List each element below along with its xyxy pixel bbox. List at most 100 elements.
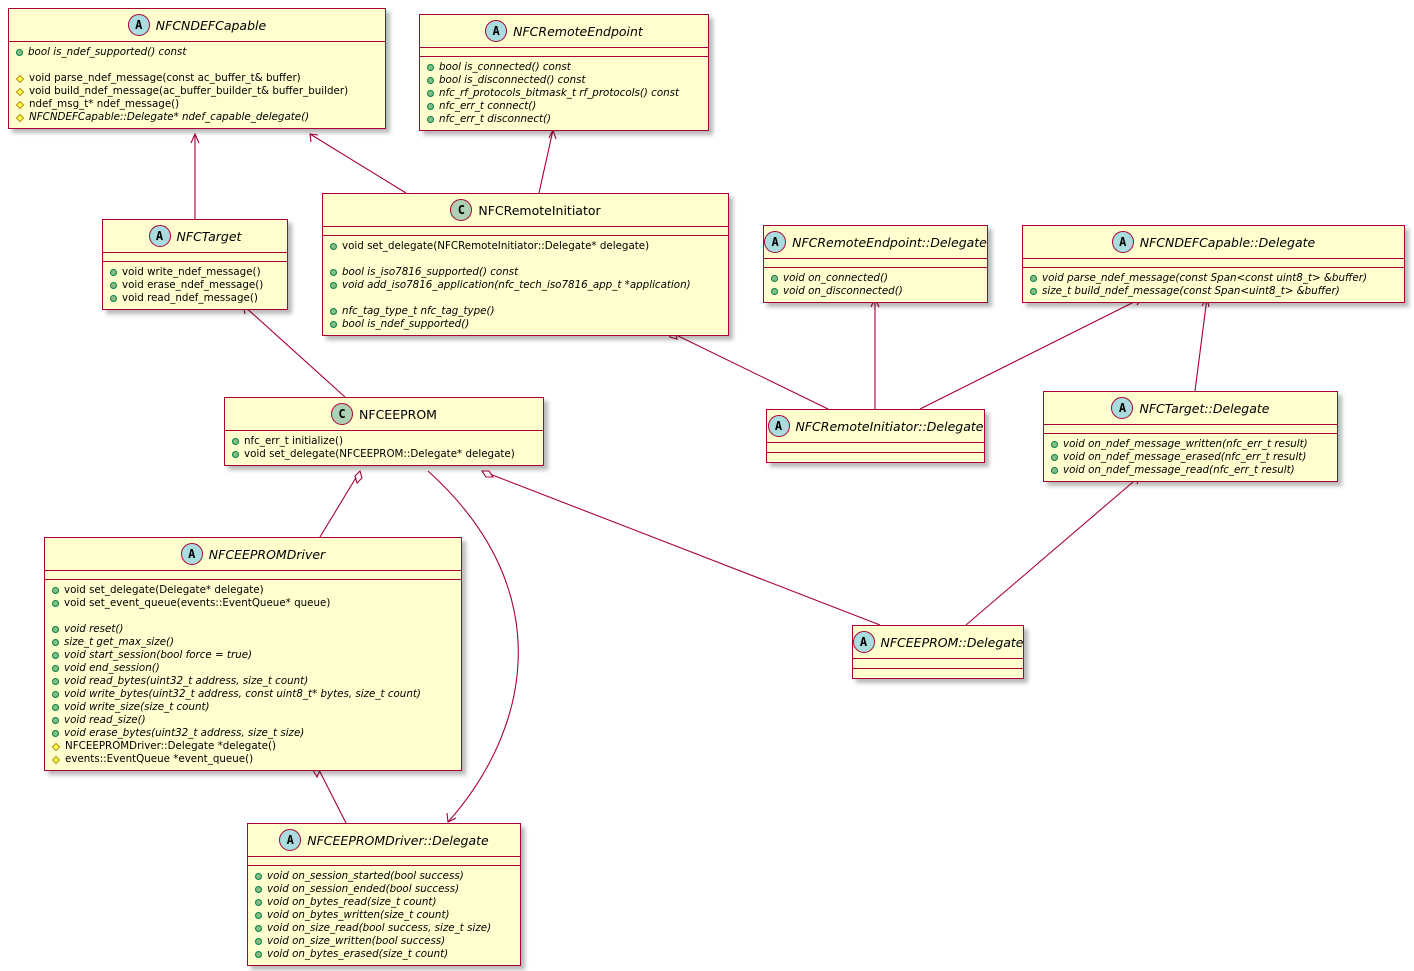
method-row: nfc_err_t initialize(): [232, 435, 537, 448]
method-signature: void on_session_started(bool success): [267, 870, 464, 882]
class-name: NFCNDEFCapable::Delegate: [1139, 234, 1316, 250]
class-nfceeprom[interactable]: C NFCEEPROM nfc_err_t initialize()void s…: [224, 397, 544, 466]
public-icon: [52, 652, 59, 659]
method-signature: void end_session(): [64, 662, 160, 674]
method-row: void parse_ndef_message(const ac_buffer_…: [15, 72, 379, 85]
class-nfcremoteendpoint-delegate[interactable]: A NFCRemoteEndpoint::Delegate void on_co…: [763, 225, 988, 303]
method-signature: bool is_disconnected() const: [439, 74, 586, 86]
public-icon: [52, 626, 59, 633]
attribute-separator: [103, 253, 287, 262]
method-spacer: [16, 59, 379, 72]
method-signature: void on_session_ended(bool success): [267, 883, 460, 895]
attribute-separator: [420, 48, 708, 57]
method-row: nfc_tag_type_t nfc_tag_type(): [330, 305, 722, 318]
class-nfcremoteendpoint[interactable]: A NFCRemoteEndpoint bool is_connected() …: [419, 14, 709, 131]
public-icon: [52, 587, 59, 594]
method-row: nfc_err_t connect(): [427, 100, 702, 113]
empty-compartment: [853, 668, 1023, 678]
arrowhead-remoteinitiator-ndef-parent: [309, 133, 319, 143]
attribute-separator: [1023, 259, 1404, 268]
method-row: void on_bytes_read(size_t count): [255, 896, 514, 909]
abstract-badge-icon: A: [148, 225, 171, 247]
class-nfceeprom-delegate[interactable]: A NFCEEPROM::Delegate: [852, 625, 1024, 679]
method-list: void parse_ndef_message(const Span<const…: [1023, 268, 1404, 302]
public-icon: [330, 269, 337, 276]
method-row: void write_ndef_message(): [110, 266, 281, 279]
method-row: void on_session_ended(bool success): [255, 883, 514, 896]
diamond-eeprom-driver: [354, 469, 363, 485]
empty-compartment: [767, 442, 984, 452]
method-signature: void build_ndef_message(ac_buffer_builde…: [29, 85, 349, 97]
public-icon: [255, 912, 262, 919]
public-icon: [110, 269, 117, 276]
class-nfcndefcapable[interactable]: A NFCNDEFCapable bool is_ndef_supported(…: [8, 8, 386, 129]
public-icon: [427, 90, 434, 97]
method-row: nfc_rf_protocols_bitmask_t rf_protocols(…: [427, 87, 702, 100]
edge-eepromdriver-to-eepromdriver-delegate: [315, 763, 347, 824]
method-list: void on_session_started(bool success)voi…: [248, 866, 520, 965]
method-row: void write_size(size_t count): [52, 701, 455, 714]
method-signature: events::EventQueue *event_queue(): [65, 753, 254, 765]
attribute-separator: [764, 259, 987, 268]
arrowhead-eeprom-driver-delegate: [446, 812, 457, 823]
public-icon: [52, 639, 59, 646]
class-nfceepromdriver[interactable]: A NFCEEPROMDriver void set_delegate(Dele…: [44, 537, 462, 771]
abstract-badge-icon: A: [127, 14, 150, 36]
method-signature: void erase_bytes(uint32_t address, size_…: [64, 727, 305, 739]
method-row: bool is_disconnected() const: [427, 74, 702, 87]
class-header: C NFCEEPROM: [225, 398, 543, 431]
method-signature: void set_delegate(NFCEEPROM::Delegate* d…: [244, 448, 515, 460]
class-header: A NFCRemoteInitiator::Delegate: [767, 410, 984, 442]
method-row: void on_bytes_written(size_t count): [255, 909, 514, 922]
method-row: void erase_bytes(uint32_t address, size_…: [52, 727, 455, 740]
method-row: void on_disconnected(): [771, 285, 981, 298]
method-signature: void read_size(): [64, 714, 146, 726]
method-list: void on_ndef_message_written(nfc_err_t r…: [1044, 434, 1337, 481]
class-nfcremoteinitiator-delegate[interactable]: A NFCRemoteInitiator::Delegate: [766, 409, 985, 463]
method-row: events::EventQueue *event_queue(): [51, 753, 455, 766]
public-icon: [1051, 467, 1058, 474]
class-nfceepromdriver-delegate[interactable]: A NFCEEPROMDriver::Delegate void on_sess…: [247, 823, 521, 966]
method-list: nfc_err_t initialize()void set_delegate(…: [225, 431, 543, 465]
public-icon: [771, 275, 778, 282]
public-icon: [255, 938, 262, 945]
method-signature: void parse_ndef_message(const Span<const…: [1042, 272, 1368, 284]
method-signature: void on_size_written(bool success): [267, 935, 446, 947]
class-nfcndefcapable-delegate[interactable]: A NFCNDEFCapable::Delegate void parse_nd…: [1022, 225, 1405, 303]
class-header: A NFCNDEFCapable::Delegate: [1023, 226, 1404, 259]
method-row: NFCNDEFCapable::Delegate* ndef_capable_d…: [15, 111, 379, 124]
method-row: void erase_ndef_message(): [110, 279, 281, 292]
method-row: void set_delegate(NFCEEPROM::Delegate* d…: [232, 448, 537, 461]
method-row: void on_ndef_message_read(nfc_err_t resu…: [1051, 464, 1331, 477]
abstract-badge-icon: A: [764, 231, 787, 253]
method-signature: nfc_rf_protocols_bitmask_t rf_protocols(…: [439, 87, 680, 99]
protected-icon: [51, 755, 61, 764]
method-signature: void on_ndef_message_written(nfc_err_t r…: [1063, 438, 1308, 450]
public-icon: [52, 678, 59, 685]
method-row: size_t build_ndef_message(const Span<uin…: [1030, 285, 1398, 298]
method-signature: void write_ndef_message(): [122, 266, 261, 278]
public-icon: [110, 282, 117, 289]
method-list: void on_connected()void on_disconnected(…: [764, 268, 987, 302]
method-row: void set_delegate(NFCRemoteInitiator::De…: [330, 240, 722, 253]
method-signature: nfc_err_t connect(): [439, 100, 537, 112]
public-icon: [232, 451, 239, 458]
public-icon: [427, 77, 434, 84]
protected-icon: [51, 742, 61, 751]
method-signature: void start_session(bool force = true): [64, 649, 253, 661]
class-name: NFCTarget: [176, 228, 242, 244]
method-row: void start_session(bool force = true): [52, 649, 455, 662]
class-nfctarget[interactable]: A NFCTarget void write_ndef_message()voi…: [102, 219, 288, 310]
method-row: void build_ndef_message(ac_buffer_builde…: [15, 85, 379, 98]
protected-icon: [15, 100, 25, 109]
public-icon: [52, 704, 59, 711]
abstract-badge-icon: A: [1111, 231, 1134, 253]
public-icon: [52, 665, 59, 672]
method-signature: NFCEEPROMDriver::Delegate *delegate(): [65, 740, 277, 752]
method-row: void on_session_started(bool success): [255, 870, 514, 883]
method-signature: void set_delegate(Delegate* delegate): [64, 584, 264, 596]
public-icon: [1030, 275, 1037, 282]
class-nfctarget-delegate[interactable]: A NFCTarget::Delegate void on_ndef_messa…: [1043, 391, 1338, 482]
class-nfcremoteinitiator[interactable]: C NFCRemoteInitiator void set_delegate(N…: [322, 193, 729, 336]
